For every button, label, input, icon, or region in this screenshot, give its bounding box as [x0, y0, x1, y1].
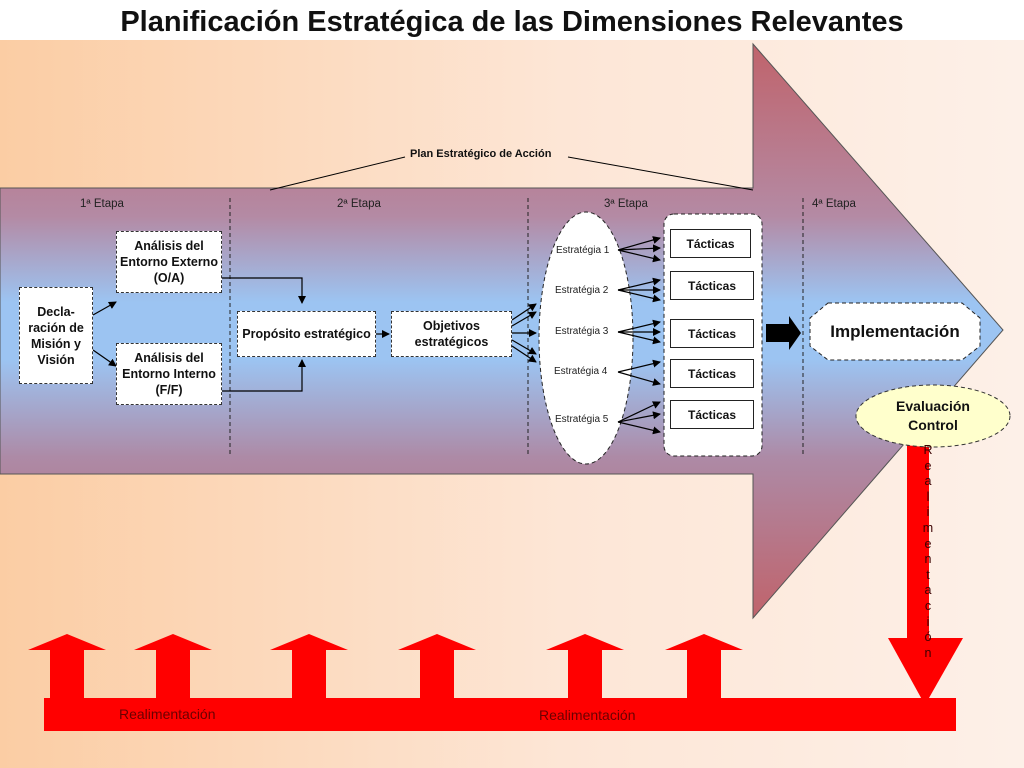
plan-line-left: [269, 156, 406, 191]
feedback-red-structure: [28, 440, 963, 731]
external-analysis-box: Análisis del Entorno Externo (O/A): [116, 231, 222, 293]
internal-analysis-box: Análisis del Entorno Interno (F/F): [116, 343, 222, 405]
evaluation-control-label: Evaluación Control: [896, 398, 970, 433]
feedback-label-left: Realimentación: [119, 706, 216, 722]
plan-label: Plan Estratégico de Acción: [410, 148, 552, 160]
plan-line-right: [567, 156, 754, 191]
mission-vision-box: Decla-ración de Misión y Visión: [19, 287, 93, 384]
strategy-3-label: Estratégia 3: [555, 326, 609, 337]
stage-1-label: 1ª Etapa: [80, 198, 124, 210]
implementation-arrow: [766, 316, 801, 350]
vertical-feedback-label: R e a l i m e n t a c i ó n: [922, 443, 934, 660]
strategic-purpose-box: Propósito estratégico: [237, 311, 376, 357]
page-title: Planificación Estratégica de las Dimensi…: [120, 6, 904, 38]
evaluation-ellipse: [855, 384, 1011, 448]
tactics-box-1: Tácticas: [670, 229, 751, 258]
tactics-box-4: Tácticas: [670, 359, 754, 388]
strategy-1-label: Estratégia 1: [556, 245, 610, 256]
tactics-box-2: Tácticas: [670, 271, 754, 300]
connector-arrows: [92, 236, 661, 435]
stage-3-label: 3ª Etapa: [604, 198, 648, 210]
feedback-label-right: Realimentación: [539, 707, 636, 723]
tactics-box-3: Tácticas: [670, 319, 754, 348]
stage-4-label: 4ª Etapa: [812, 198, 856, 210]
strategies-ellipse: [538, 211, 634, 465]
strategy-5-label: Estratégia 5: [555, 414, 609, 425]
tactics-box-5: Tácticas: [670, 400, 754, 429]
strategy-4-label: Estratégia 4: [554, 366, 608, 377]
stage-2-label: 2ª Etapa: [337, 198, 381, 210]
implementation-label: Implementación: [830, 321, 960, 341]
implementation-shape: [809, 302, 981, 361]
strategic-objectives-box: Objetivos estratégicos: [391, 311, 512, 357]
strategy-2-label: Estratégia 2: [555, 285, 609, 296]
